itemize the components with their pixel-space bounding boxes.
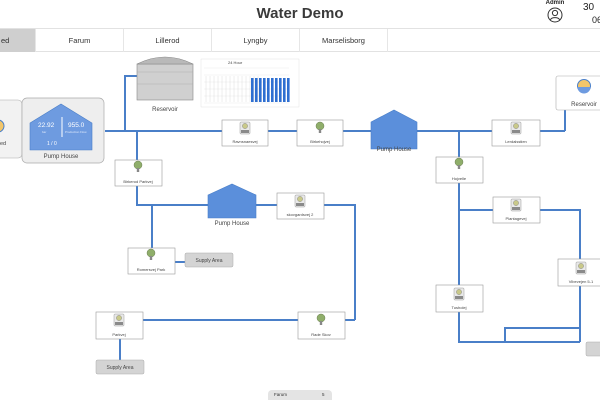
station-label: Lerdalsstien <box>505 139 527 144</box>
tab-marselisborg[interactable]: Marselisborg <box>300 29 388 52</box>
station-label: Birkehojvej <box>310 139 330 144</box>
mini-chart-bar <box>287 78 290 102</box>
pump-house-main-label: Pump House <box>44 154 79 160</box>
station-birkerod-parkvej[interactable]: Birkerod Parkvej <box>114 159 163 187</box>
page-title: Water Demo <box>256 5 344 22</box>
mini-chart-24h[interactable]: 24 Hour <box>200 58 300 108</box>
user-menu[interactable]: Admin <box>540 0 570 23</box>
pump-left-unit: bar <box>42 130 46 134</box>
left-edge-card[interactable]: ed <box>0 99 23 159</box>
station-parkvej[interactable]: Parkvej <box>95 311 144 340</box>
pump-house-lower-label: Pump House <box>215 221 250 227</box>
station-label: Rade Skov <box>311 332 331 337</box>
mini-chart-grid <box>204 67 289 104</box>
station-lerdalsstien[interactable]: Lerdalsstien <box>491 119 541 147</box>
station-label: Ravnsnaesvej <box>232 139 257 144</box>
bottom-tab-count: 5 <box>322 392 325 397</box>
mini-chart-bar <box>267 78 270 102</box>
user-icon <box>547 7 563 23</box>
station-label: Parkvej <box>112 332 125 337</box>
station-plantagevej[interactable]: Plantagevej <box>492 196 541 224</box>
pump-house-main[interactable]: 22.92 955.0 bar Production Flow 1 / 0 Pu… <box>21 97 105 164</box>
reservoir[interactable]: Reservoir <box>136 56 194 113</box>
station-rade-skov[interactable]: Rade Skov <box>297 311 346 340</box>
station-label: Tusholej <box>452 305 467 310</box>
user-name: Admin <box>545 0 565 6</box>
supply-area-label: Supply Area <box>196 258 223 264</box>
station-label: Hojvelle <box>452 176 467 181</box>
pump-house-mid[interactable]: Pump House <box>370 109 418 153</box>
station-label: skovgardsvej 2 <box>287 212 314 217</box>
tab-farum[interactable]: Farum <box>36 29 124 52</box>
supply-area-label: Supply Area <box>107 365 134 371</box>
date-sub: 06 <box>592 15 600 25</box>
mini-chart-bar <box>275 78 278 102</box>
mini-chart-bar <box>263 78 266 102</box>
pump-left-value: 22.92 <box>38 122 55 129</box>
station-tusholej[interactable]: Tusholej <box>435 284 484 313</box>
header: Water Demo Admin 30 06 <box>0 0 600 28</box>
mini-chart-bar <box>283 78 286 102</box>
bottom-site-tab[interactable]: Farum 5 <box>268 390 332 400</box>
pump-house-lower[interactable]: Pump House <box>207 183 257 227</box>
left-edge-label: ed <box>0 141 6 147</box>
pump-status: 1 / 0 <box>47 141 57 147</box>
mini-chart-bar <box>279 78 282 102</box>
pump-right-unit: Production Flow <box>65 130 87 134</box>
reservoir-right-label: Reservoir <box>571 102 597 108</box>
mini-chart-bar <box>271 78 274 102</box>
mini-chart-bar <box>259 78 262 102</box>
date-day: 30 <box>583 2 595 13</box>
reservoir-label: Reservoir <box>152 107 178 113</box>
reservoir-right[interactable]: Reservoir <box>555 75 600 111</box>
supply-area-1[interactable]: Supply Area <box>184 252 234 268</box>
mini-chart-title: 24 Hour <box>228 60 243 65</box>
pump-right-value: 955.0 <box>68 122 85 129</box>
site-tabs: ed Farum Lillerod Lyngby Marselisborg <box>0 28 600 52</box>
station-skovgardsvej[interactable]: skovgardsvej 2 <box>276 192 325 220</box>
station-ravnsnaesvej[interactable]: Ravnsnaesvej <box>221 119 269 147</box>
mini-chart-bar <box>255 78 258 102</box>
station-romersvej-park[interactable]: Romersvej Park <box>127 247 176 275</box>
supply-area-2[interactable]: Supply Area <box>95 359 145 375</box>
station-label: Birkerod Parkvej <box>123 179 152 184</box>
station-vibevejen[interactable]: Vibevejen 5-1 <box>557 258 600 287</box>
tab-active[interactable]: ed <box>0 29 36 52</box>
mini-chart-bar <box>251 78 254 102</box>
tab-lyngby[interactable]: Lyngby <box>212 29 300 52</box>
station-label: Romersvej Park <box>137 267 165 272</box>
pump-house-mid-label: Pump House <box>377 147 412 153</box>
station-birkehojvej[interactable]: Birkehojvej <box>296 119 344 147</box>
mini-chart-bars <box>251 78 290 102</box>
supply-area-right-edge[interactable] <box>585 341 600 357</box>
station-label: Plantagevej <box>506 216 527 221</box>
station-hojvelle[interactable]: Hojvelle <box>435 156 484 184</box>
bottom-tab-label: Farum <box>274 392 288 397</box>
station-label: Vibevejen 5-1 <box>569 279 594 284</box>
tab-lillerod[interactable]: Lillerod <box>124 29 212 52</box>
